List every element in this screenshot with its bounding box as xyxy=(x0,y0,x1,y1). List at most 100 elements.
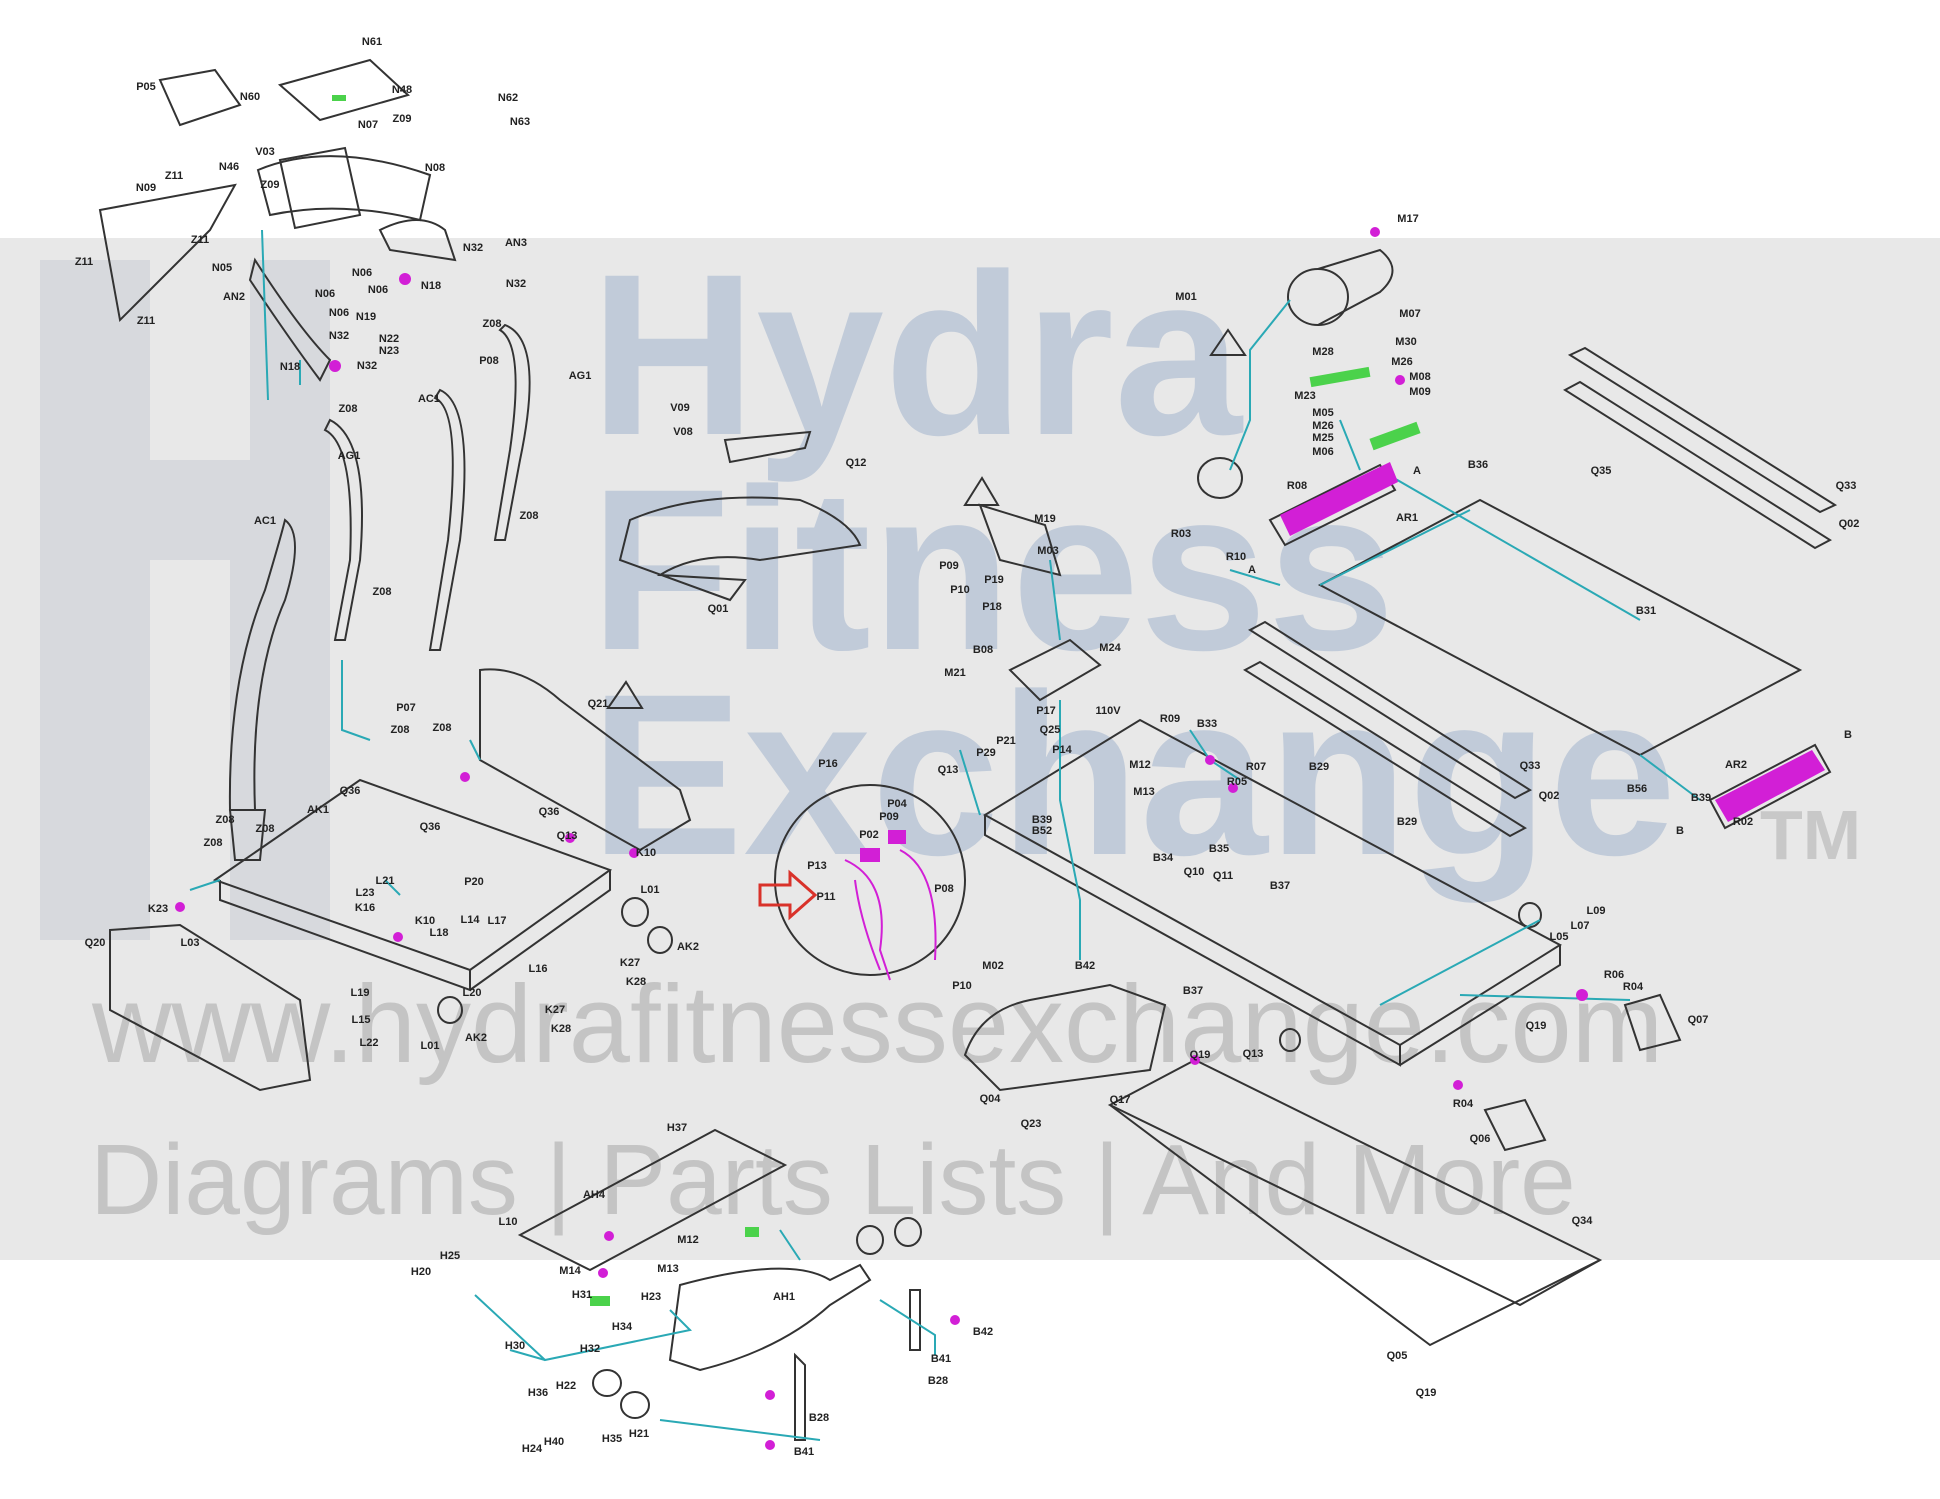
part-label: AG1 xyxy=(337,450,361,462)
part-label: K23 xyxy=(147,903,169,915)
part-label: N18 xyxy=(420,280,442,292)
part-label: P08 xyxy=(934,883,954,895)
part-label: N62 xyxy=(497,92,519,104)
part-label: R10 xyxy=(1225,551,1247,563)
part-label: R08 xyxy=(1286,480,1308,492)
part-label: Q36 xyxy=(538,806,560,818)
part-label: L23 xyxy=(355,887,375,899)
part-label: M26 xyxy=(1312,420,1334,432)
part-label: B42 xyxy=(972,1326,994,1338)
part-label: H24 xyxy=(521,1443,543,1455)
part-label: B33 xyxy=(1196,718,1218,730)
part-label: L09 xyxy=(1586,905,1606,917)
part-label: L20 xyxy=(462,987,482,999)
part-label: B xyxy=(1844,729,1852,741)
part-label: Q02 xyxy=(1538,790,1560,802)
part-label: AR2 xyxy=(1724,759,1748,771)
part-label: H21 xyxy=(628,1428,650,1440)
part-label: Q07 xyxy=(1687,1014,1709,1026)
part-label: B52 xyxy=(1031,825,1053,837)
part-label: R04 xyxy=(1622,981,1644,993)
part-label: N60 xyxy=(239,91,261,103)
part-label: P09 xyxy=(939,560,959,572)
part-label: AC1 xyxy=(417,393,441,405)
part-label: AG1 xyxy=(568,370,592,382)
part-label: P10 xyxy=(952,980,972,992)
part-label: P16 xyxy=(818,758,838,770)
part-label: Q13 xyxy=(1242,1048,1264,1060)
watermark-url: www.hydrafitnessexchange.com xyxy=(92,963,1664,1086)
part-label: B31 xyxy=(1635,605,1657,617)
part-label: P08 xyxy=(479,355,499,367)
part-label: R02 xyxy=(1732,816,1754,828)
part-label: H20 xyxy=(410,1266,432,1278)
part-label: B29 xyxy=(1396,816,1418,828)
part-label: B37 xyxy=(1182,985,1204,997)
part-label: AN3 xyxy=(504,237,528,249)
part-label: H37 xyxy=(666,1122,688,1134)
part-label: N07 xyxy=(357,119,379,131)
part-label: M07 xyxy=(1399,308,1421,320)
part-label: K10 xyxy=(414,915,436,927)
part-label: B29 xyxy=(1308,761,1330,773)
part-label: M05 xyxy=(1312,407,1334,419)
part-label: Q19 xyxy=(1415,1387,1437,1399)
part-label: M13 xyxy=(1133,786,1155,798)
part-label: Z08 xyxy=(432,722,452,734)
part-label: Q13 xyxy=(937,764,959,776)
part-label: B35 xyxy=(1208,843,1230,855)
part-label: Q35 xyxy=(1590,465,1612,477)
part-label: K27 xyxy=(544,1004,566,1016)
part-label: M08 xyxy=(1409,371,1431,383)
part-label: B39 xyxy=(1031,814,1053,826)
part-label: L07 xyxy=(1570,920,1590,932)
part-label: B xyxy=(1676,825,1684,837)
watermark-band xyxy=(0,238,1940,1260)
part-label: N22 xyxy=(378,333,400,345)
part-label: Q06 xyxy=(1469,1133,1491,1145)
part-label: Z08 xyxy=(372,586,392,598)
part-label: L01 xyxy=(420,1040,440,1052)
part-label: N06 xyxy=(351,267,373,279)
part-label: H25 xyxy=(439,1250,461,1262)
part-label: K27 xyxy=(619,957,641,969)
part-label: M09 xyxy=(1409,386,1431,398)
part-label: L18 xyxy=(429,927,449,939)
watermark-tm: TM xyxy=(1760,796,1862,874)
part-label: Q23 xyxy=(1020,1118,1042,1130)
part-label: P14 xyxy=(1052,744,1072,756)
part-label: N19 xyxy=(355,311,377,323)
part-label: P29 xyxy=(976,747,996,759)
part-label: H34 xyxy=(611,1321,633,1333)
part-label: H36 xyxy=(527,1387,549,1399)
part-label: P07 xyxy=(396,702,416,714)
part-label: Q02 xyxy=(1838,518,1860,530)
part-label: M01 xyxy=(1175,291,1197,303)
part-label: Q25 xyxy=(1039,724,1061,736)
part-label: AH1 xyxy=(772,1291,796,1303)
part-label: L15 xyxy=(351,1014,371,1026)
part-label: M19 xyxy=(1034,513,1056,525)
part-label: P02 xyxy=(859,829,879,841)
part-label: Q17 xyxy=(1109,1094,1131,1106)
part-label: Z08 xyxy=(255,823,275,835)
part-label: Q33 xyxy=(1519,760,1541,772)
part-label: N18 xyxy=(279,361,301,373)
part-label: AK2 xyxy=(676,941,700,953)
part-label: B28 xyxy=(927,1375,949,1387)
part-label: Q04 xyxy=(979,1093,1001,1105)
part-label: Q11 xyxy=(1212,870,1234,882)
part-label: AK1 xyxy=(306,804,330,816)
part-label: L16 xyxy=(528,963,548,975)
part-label: M21 xyxy=(944,667,966,679)
part-label: Z08 xyxy=(203,837,223,849)
part-label: R06 xyxy=(1603,969,1625,981)
part-label: L14 xyxy=(460,914,480,926)
part-label: Q21 xyxy=(587,698,609,710)
part-label: P21 xyxy=(996,735,1016,747)
part-label: Q10 xyxy=(1183,866,1205,878)
part-label: H35 xyxy=(601,1433,623,1445)
part-label: P17 xyxy=(1036,705,1056,717)
